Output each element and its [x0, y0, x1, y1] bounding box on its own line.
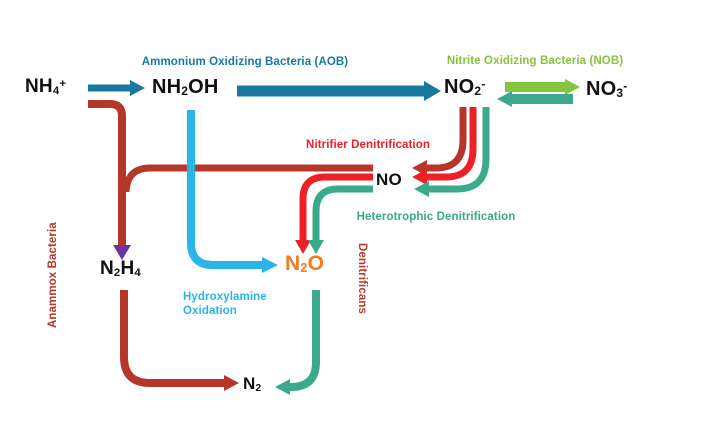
denitrification-arrow-no3-to-no2: [497, 91, 573, 107]
label-nitrifier-denitrification: Nitrifier Denitrification: [306, 139, 430, 151]
aob-arrow-nh4-to-nh2oh: [88, 80, 145, 96]
compound-nh4: NH4+: [25, 76, 67, 98]
label-hydroxylamine-line2: Oxidation: [183, 305, 237, 317]
label-nob: Nitrite Oxidizing Bacteria (NOB): [446, 55, 624, 67]
purple-arrowhead-n2h4: [113, 245, 131, 260]
heterotrophic-path-no2-to-no: [414, 107, 490, 197]
aob-arrow-nh2oh-to-no2: [237, 81, 441, 101]
nob-arrow-no2-to-no3: [505, 79, 580, 95]
anammox-path-n2h4-to-n2: [120, 290, 239, 391]
compound-n2h4: N2H4: [100, 258, 141, 280]
label-aob: Ammonium Oxidizing Bacteria (AOB): [141, 56, 349, 68]
anammox-path-no-to-junction: [122, 164, 373, 193]
compound-nh2oh: NH2OH: [152, 76, 219, 99]
label-hydroxylamine-line1: Hydroxylamine: [183, 291, 267, 303]
compound-no3: NO3-: [586, 78, 628, 101]
heterotrophic-path-no-to-n2o: [308, 185, 373, 254]
label-anammox-bacteria: Anammox Bacteria: [47, 222, 59, 328]
label-hydroxylamine-oxidation: Hydroxylamine Oxidation: [183, 291, 267, 317]
compound-n2o: N2O: [285, 252, 325, 276]
anammox-path-nh4-to-n2h4: [88, 100, 131, 260]
compound-n2: N2: [243, 374, 262, 394]
label-denitrificans: Denitrificans: [356, 243, 368, 314]
label-heterotrophic-denitrification: Heterotrophic Denitrification: [356, 211, 516, 223]
heterotrophic-path-n2o-to-n2: [275, 290, 320, 395]
compound-no2: NO2-: [444, 76, 486, 99]
compound-no: NO: [376, 170, 402, 189]
nitrifier-path-no-to-n2o: [295, 173, 373, 254]
hydroxylamine-path-nh2oh-to-n2o: [187, 110, 278, 273]
nitrifier-path-no2-to-no: [412, 107, 477, 185]
